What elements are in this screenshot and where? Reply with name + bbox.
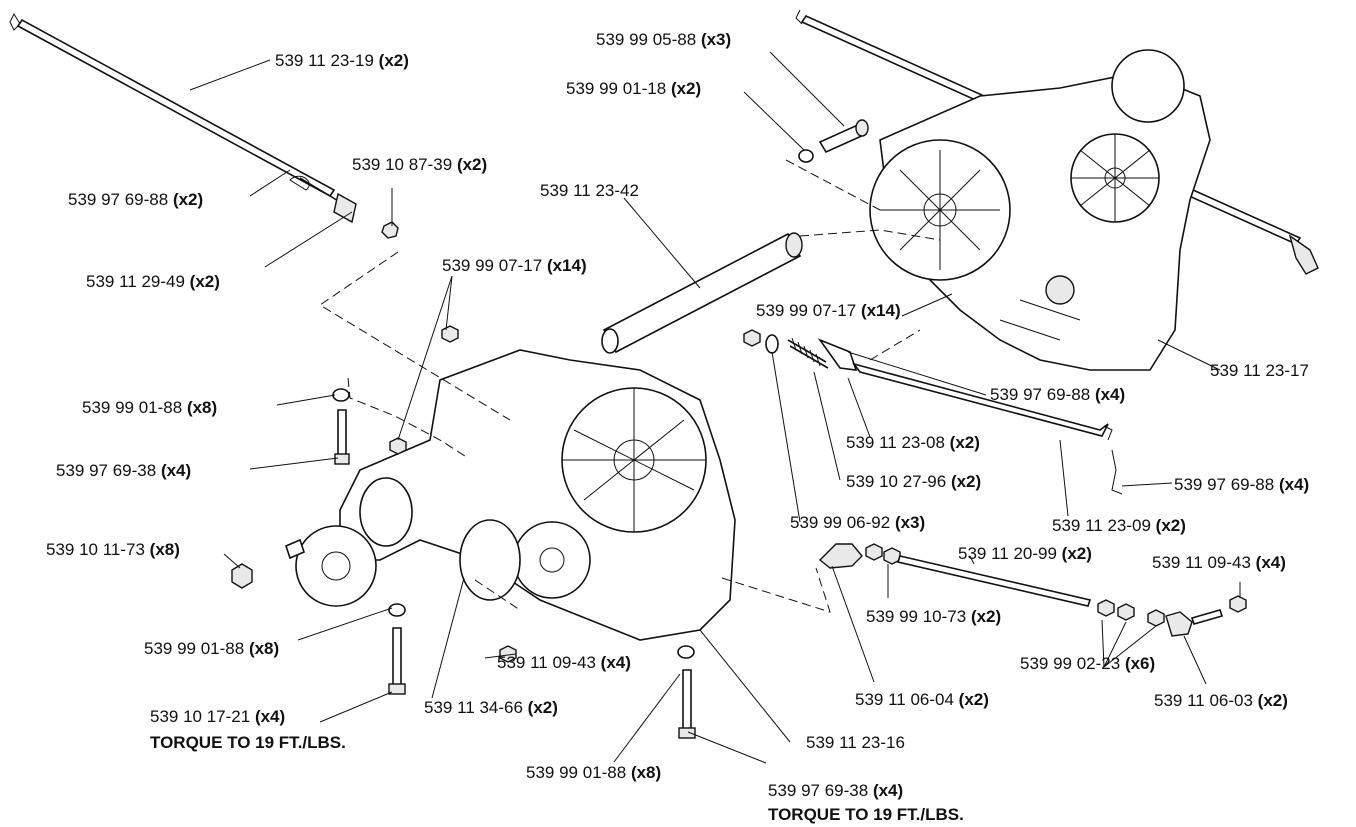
torque-note-left: TORQUE TO 19 FT./LBS. xyxy=(150,733,346,752)
label-washer-spring: 539 99 06-92 (x3) xyxy=(790,513,925,532)
label-transaxle-right: 539 11 23-17 xyxy=(1210,361,1309,380)
label-bolt-left-low: 539 10 17-21 (x4) xyxy=(150,707,285,726)
hex-nut-top-left xyxy=(381,221,399,239)
label-nut-center: 539 99 07-17 (x14) xyxy=(442,256,587,275)
label-spring: 539 10 27-96 (x2) xyxy=(846,472,981,491)
bolt-bottom xyxy=(678,669,696,739)
transaxle-right-body xyxy=(869,49,1211,371)
label-jam-nut: 539 99 10-73 (x2) xyxy=(866,607,1001,626)
label-rod-end-left: 539 11 06-04 (x2) xyxy=(855,690,989,709)
washer-top-right xyxy=(798,149,814,163)
bypass-rod xyxy=(817,338,1123,495)
label-tie-rod: 539 11 20-99 (x2) xyxy=(958,544,1092,563)
label-pin-top: 539 97 69-88 (x2) xyxy=(68,190,203,209)
nut-bottom xyxy=(499,645,517,663)
label-bypass-rod: 539 11 23-09 (x2) xyxy=(1052,516,1186,535)
label-bolt-bottom: 539 97 69-38 (x4) xyxy=(768,781,903,800)
washer-bottom xyxy=(677,645,695,659)
assembly-dashed-lines xyxy=(319,159,941,613)
transaxle-left-body xyxy=(285,349,736,641)
label-washer-left: 539 99 01-88 (x8) xyxy=(82,398,217,417)
label-arm-top: 539 11 29-49 (x2) xyxy=(86,272,220,291)
label-washer-top-right: 539 99 01-18 (x2) xyxy=(566,79,701,98)
label-nut-tie: 539 11 09-43 (x4) xyxy=(1152,553,1286,572)
label-bolt-left: 539 97 69-38 (x4) xyxy=(56,461,191,480)
nut-washer-spring xyxy=(743,329,829,369)
label-nut-top: 539 10 87-39 (x2) xyxy=(352,155,487,174)
washer-left-low xyxy=(388,603,406,617)
label-hub: 539 11 34-66 (x2) xyxy=(424,698,558,717)
axle-tube xyxy=(601,232,803,354)
leader-lines xyxy=(189,51,1241,764)
label-jam-nuts: 539 99 02-23 (x6) xyxy=(1020,654,1155,673)
label-transaxle-left: 539 11 23-16 xyxy=(806,733,905,752)
label-rod-top: 539 11 23-19 (x2) xyxy=(275,51,409,70)
bolt-left xyxy=(334,409,350,465)
bolt-left-low xyxy=(388,627,406,695)
label-clevis: 539 11 23-08 (x2) xyxy=(846,433,980,452)
label-pin-right: 539 97 69-88 (x4) xyxy=(990,385,1125,404)
label-bolt-top-right: 539 99 05-88 (x3) xyxy=(596,30,731,49)
label-nut-bottom: 539 11 09-43 (x4) xyxy=(497,653,631,672)
callout-labels: 539 11 23-19 (x2) 539 10 87-39 (x2) 539 … xyxy=(46,30,1309,824)
label-lug-nut: 539 10 11-73 (x8) xyxy=(46,540,180,559)
torque-note-bottom: TORQUE TO 19 FT./LBS. xyxy=(768,805,964,824)
lug-nut xyxy=(231,563,253,589)
control-rod-top-left xyxy=(9,12,357,224)
bolt-top-right xyxy=(818,119,869,154)
label-rod-end-right: 539 11 06-03 (x2) xyxy=(1154,691,1288,710)
label-nut-center-2: 539 99 07-17 (x14) xyxy=(756,301,901,320)
label-washer-left-low: 539 99 01-88 (x8) xyxy=(144,639,279,658)
label-washer-bottom: 539 99 01-88 (x8) xyxy=(526,763,661,782)
tie-rod-assembly xyxy=(818,543,1247,637)
label-pin-right-2: 539 97 69-88 (x4) xyxy=(1174,475,1309,494)
washer-left xyxy=(332,388,350,402)
label-axle-rod: 539 11 23-42 xyxy=(540,181,639,200)
